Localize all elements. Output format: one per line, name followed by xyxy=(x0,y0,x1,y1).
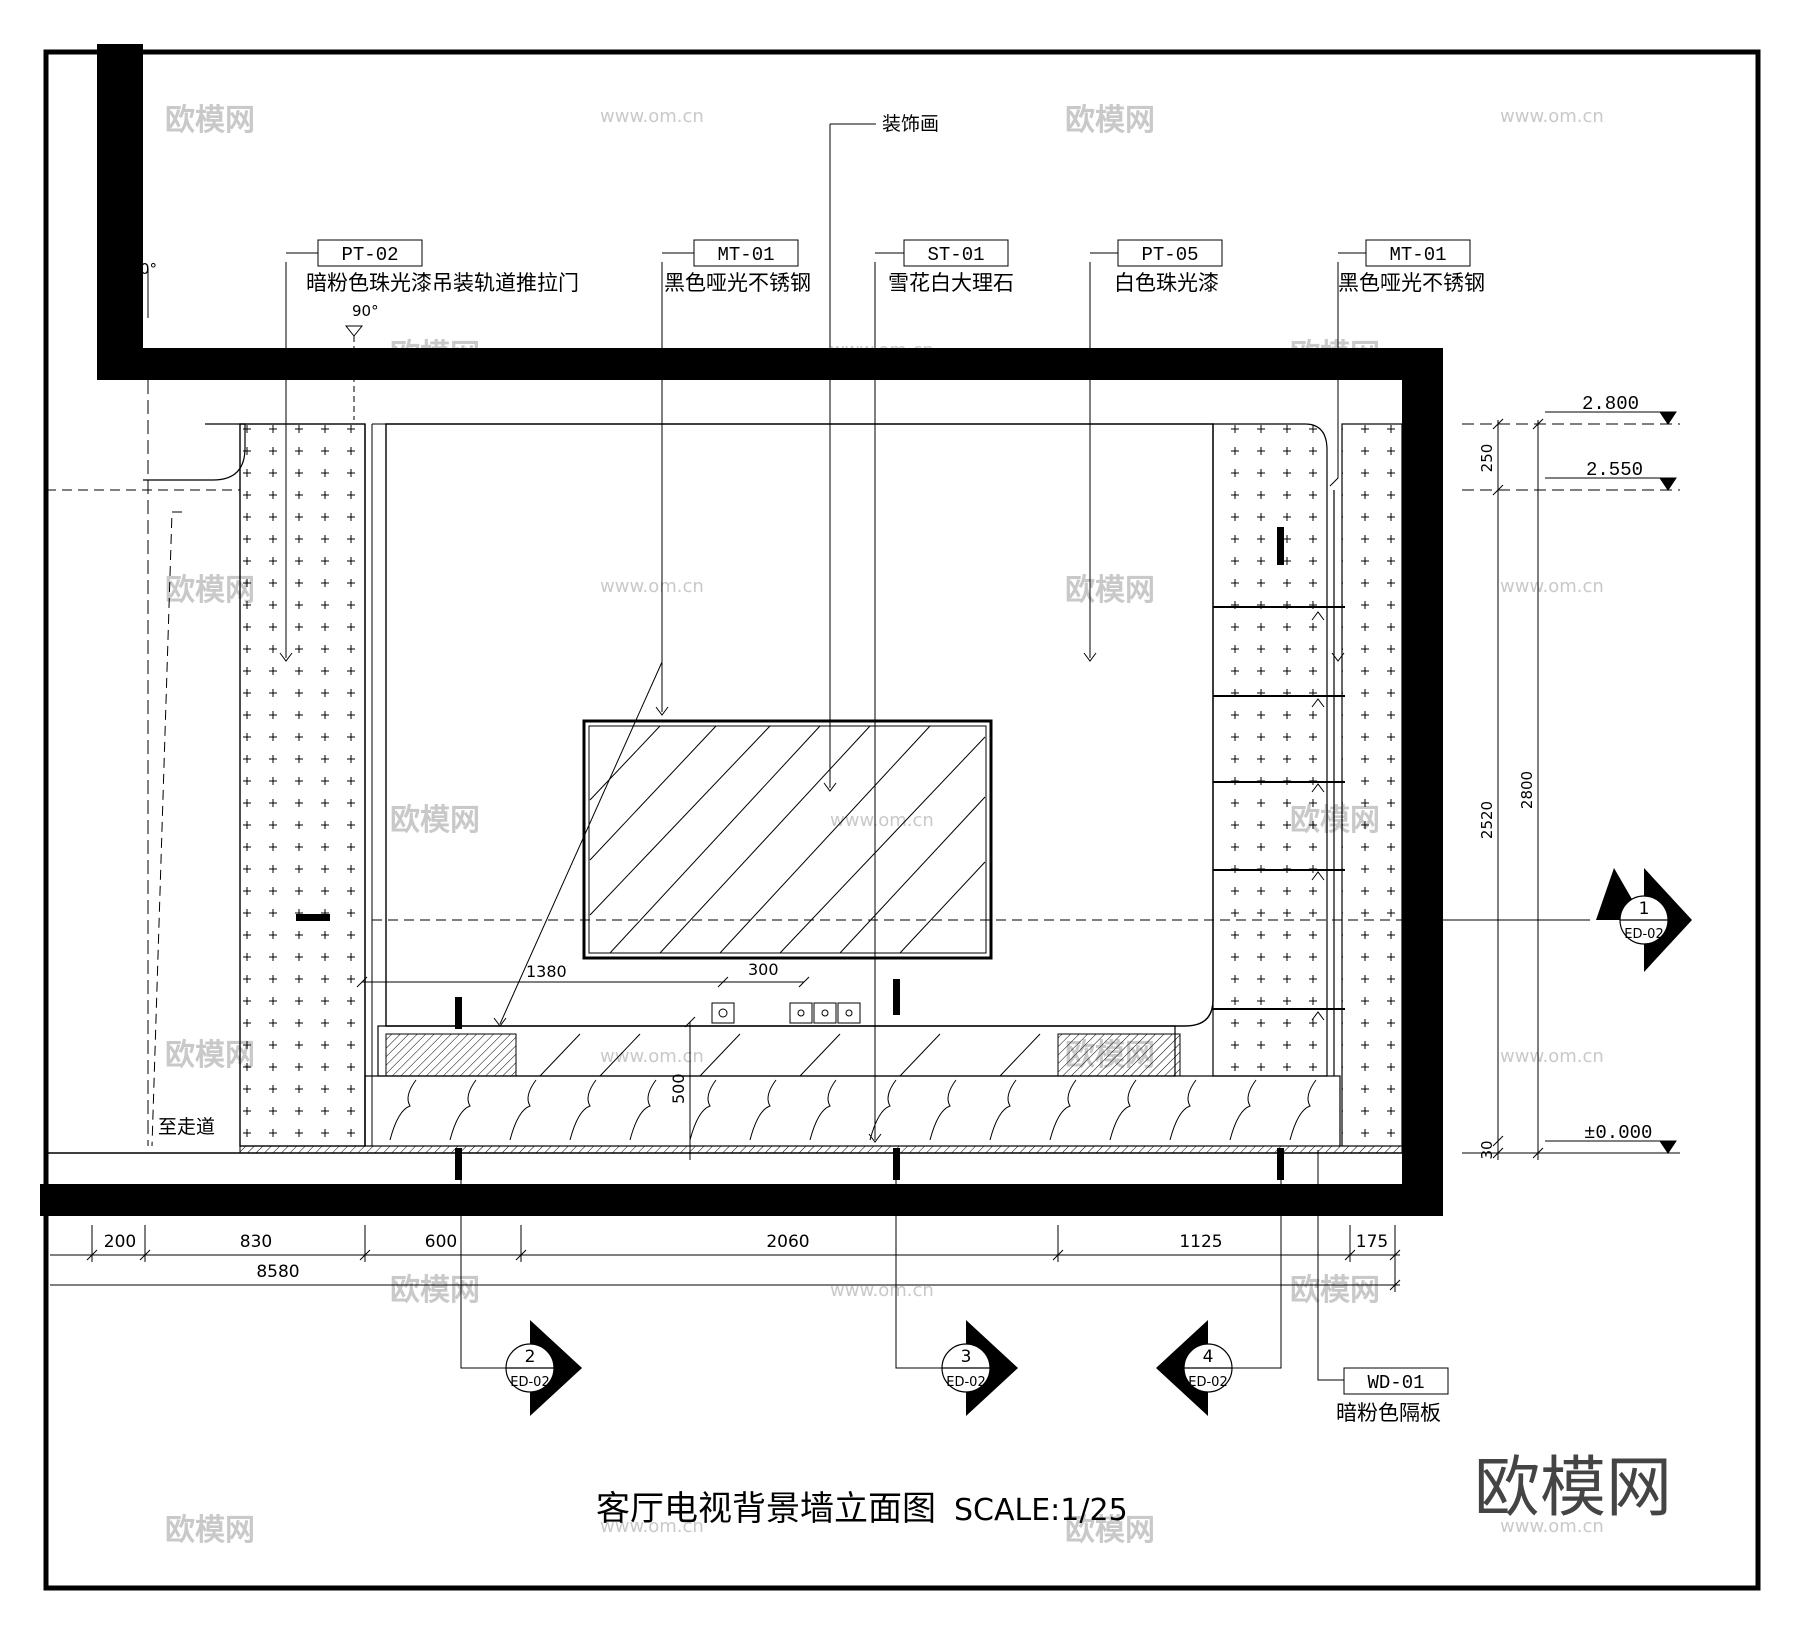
sheet-frame xyxy=(43,49,1761,1591)
angle-mark xyxy=(147,268,364,420)
section-number: 4 xyxy=(1203,1347,1214,1367)
level-label: 2.550 xyxy=(1586,459,1643,481)
floor-finish xyxy=(239,1145,1403,1154)
dim-label: 250 xyxy=(1478,444,1496,473)
dim-label: 30 xyxy=(1478,1140,1496,1159)
wm-url: www.om.cn xyxy=(830,810,934,831)
wm-url: www.om.cn xyxy=(600,576,704,597)
wm-url: www.om.cn xyxy=(1500,1516,1604,1537)
wm-url: www.om.cn xyxy=(1500,106,1604,127)
angle-top-label: 0° xyxy=(140,260,157,278)
section-ref: ED-02 xyxy=(946,1375,985,1390)
wall-sockets xyxy=(711,1002,861,1024)
door-handle xyxy=(296,914,330,921)
section-number: 3 xyxy=(961,1347,972,1367)
dim-label: 175 xyxy=(1356,1232,1388,1252)
level-marks xyxy=(1462,411,1680,1154)
dim-label: 300 xyxy=(748,960,779,979)
wm-brand: 欧模网 xyxy=(1290,1273,1380,1308)
section-number: 2 xyxy=(525,1347,536,1367)
tv-cabinet xyxy=(364,1025,1341,1147)
decor-painting-label: 装饰画 xyxy=(882,113,939,135)
section-number: 1 xyxy=(1639,899,1650,919)
dim-label: 500 xyxy=(669,1073,688,1104)
dim-label: 1380 xyxy=(526,962,567,981)
section-symbols xyxy=(460,868,1692,1416)
section-ref: ED-02 xyxy=(1188,1375,1227,1390)
section-ref: ED-02 xyxy=(1624,927,1663,942)
wm-brand: 欧模网 xyxy=(1065,1513,1155,1548)
shelf-handle xyxy=(1277,527,1284,565)
wm-url: www.om.cn xyxy=(600,1516,704,1537)
drawing-title: 客厅电视背景墙立面图 xyxy=(596,1489,936,1529)
sliding-door xyxy=(46,380,373,1147)
tag-desc: 黑色哑光不锈钢 xyxy=(1338,271,1485,295)
section-ref: ED-02 xyxy=(510,1375,549,1390)
center-wall xyxy=(372,423,1214,1027)
angle-label: 90° xyxy=(352,302,379,320)
dim-label: 2520 xyxy=(1478,801,1496,839)
tag-code: PT-05 xyxy=(1141,244,1198,266)
wm-url: www.om.cn xyxy=(1500,576,1604,597)
corridor-label: 至走道 xyxy=(158,1116,215,1138)
tag-code: PT-02 xyxy=(341,244,398,266)
cut-markers xyxy=(455,979,1284,1180)
wm-brand: 欧模网 xyxy=(165,1513,255,1548)
dim-label: 2060 xyxy=(766,1232,809,1252)
vertical-dimensions xyxy=(1492,418,1544,1160)
material-tags xyxy=(286,239,1471,1395)
wm-url: www.om.cn xyxy=(830,1280,934,1301)
dim-label: 200 xyxy=(104,1232,136,1252)
horizontal-dimensions xyxy=(50,1225,1401,1292)
drawing-scale: SCALE:1/25 xyxy=(954,1493,1128,1528)
wm-brand: 欧模网 xyxy=(390,803,480,838)
tag-code: WD-01 xyxy=(1367,1372,1424,1394)
level-label: 2.800 xyxy=(1582,393,1639,415)
level-label: ±0.000 xyxy=(1584,1122,1652,1144)
wm-url: www.om.cn xyxy=(600,1046,704,1067)
inner-dimensions xyxy=(356,976,810,1160)
wm-url: www.om.cn xyxy=(1500,1046,1604,1067)
tag-code: MT-01 xyxy=(1389,244,1446,266)
wm-brand: 欧模网 xyxy=(1065,103,1155,138)
tag-code: MT-01 xyxy=(717,244,774,266)
decor-painting xyxy=(582,719,993,960)
tag-desc: 雪花白大理石 xyxy=(888,271,1014,295)
dim-label: 2800 xyxy=(1518,771,1536,809)
wm-brand: 欧模网 xyxy=(1065,573,1155,608)
dim-label: 1125 xyxy=(1179,1232,1222,1252)
leader-lines xyxy=(279,123,1345,1381)
wall-outline xyxy=(40,44,1443,1216)
tag-desc: 暗粉色隔板 xyxy=(1336,1401,1441,1425)
brand-logo: 欧模网 xyxy=(1474,1449,1672,1526)
dim-total-label: 8580 xyxy=(256,1262,299,1282)
dim-label: 600 xyxy=(425,1232,457,1252)
wm-url: www.om.cn xyxy=(600,106,704,127)
right-shelf xyxy=(1212,423,1403,1147)
tag-desc: 白色珠光漆 xyxy=(1114,271,1219,295)
tag-code: ST-01 xyxy=(927,244,984,266)
tag-desc: 黑色哑光不锈钢 xyxy=(664,271,811,295)
tag-desc: 暗粉色珠光漆吊装轨道推拉门 xyxy=(306,271,579,295)
dim-label: 830 xyxy=(240,1232,272,1252)
wm-brand: 欧模网 xyxy=(165,103,255,138)
wm-brand: 欧模网 xyxy=(390,1273,480,1308)
